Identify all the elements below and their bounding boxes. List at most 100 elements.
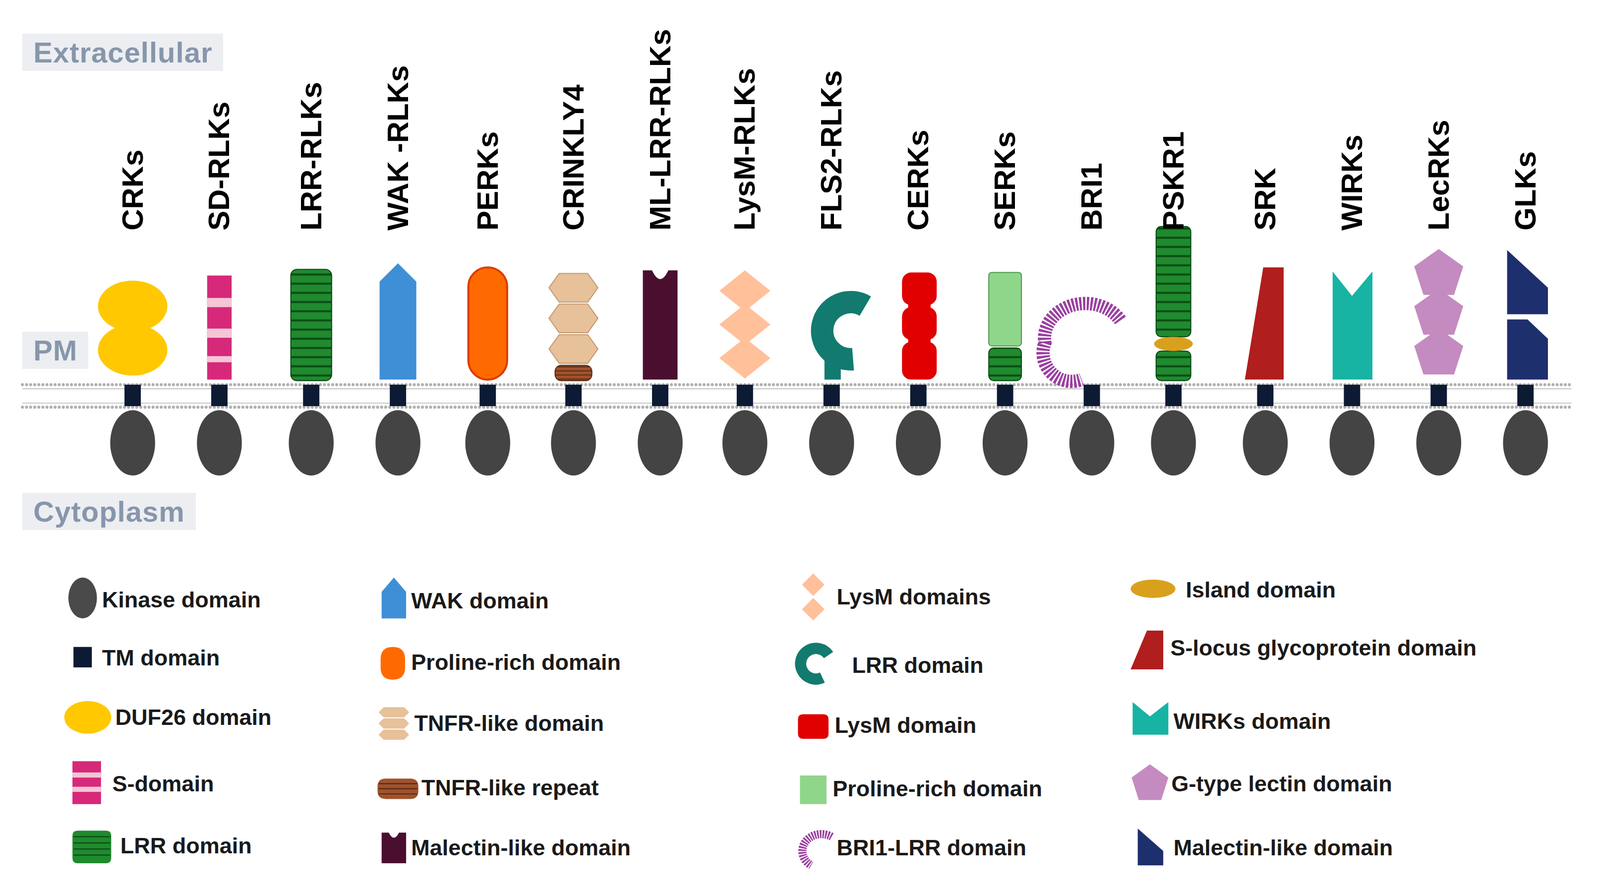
receptor-family-label: BRI1 xyxy=(1075,162,1109,231)
malectin-like-navy xyxy=(1507,249,1548,380)
legend-swatch xyxy=(799,775,827,805)
legend-swatch xyxy=(381,832,407,864)
receptor-family-label: LecRKs xyxy=(1422,119,1456,231)
wirks-domain xyxy=(1332,271,1373,380)
kinase-domain xyxy=(637,410,683,476)
kinase-domain xyxy=(895,410,942,476)
kinase-domain xyxy=(1416,410,1462,476)
tm-domain xyxy=(736,384,754,407)
kinase-domain xyxy=(465,410,511,476)
legend-label: Malectin-like domain xyxy=(1173,834,1394,861)
legend-label: WAK domain xyxy=(411,588,549,614)
legend-label: Malectin-like domain xyxy=(411,834,631,861)
malectin-like-domain xyxy=(643,270,678,380)
legend-label: LysM domains xyxy=(836,584,992,610)
legend-swatch xyxy=(72,761,102,804)
tm-domain xyxy=(211,384,228,407)
receptor-family-label: LysM-RLKs xyxy=(728,67,762,231)
swatch-stripe xyxy=(73,842,111,844)
s-domain xyxy=(207,275,232,380)
legend-swatch xyxy=(378,707,410,740)
receptor-family-label: WIRKs xyxy=(1335,134,1369,231)
tm-domain xyxy=(651,384,669,407)
tm-domain xyxy=(1343,384,1361,407)
swatch-stripe xyxy=(73,848,111,850)
receptor-family-label: SRK xyxy=(1248,167,1282,231)
receptor-family-label: GLKs xyxy=(1509,151,1542,231)
plasma-membrane xyxy=(22,384,1572,408)
region-label-box: Extracellular xyxy=(22,33,224,71)
receptor-family-label: ML-LRR-RLKs xyxy=(644,29,677,232)
legend-swatch xyxy=(1130,630,1164,670)
kinase-domain xyxy=(288,410,334,476)
receptor-family-label: CERKs xyxy=(901,129,935,231)
kinase-domain xyxy=(809,410,855,476)
legend-label: Island domain xyxy=(1185,577,1336,603)
swatch-stripe xyxy=(73,854,111,856)
tm-domain xyxy=(1083,384,1101,407)
tm-domain xyxy=(1165,384,1182,407)
kinase-domain xyxy=(1329,410,1375,476)
legend-label: G-type lectin domain xyxy=(1171,770,1393,797)
lysm-domain-red xyxy=(901,272,937,380)
legend-swatch xyxy=(377,778,418,799)
legend-label: Kinase domain xyxy=(102,587,261,613)
swatch-stripe xyxy=(73,835,111,837)
kinase-domain xyxy=(196,410,242,476)
legend-swatch xyxy=(1130,579,1176,598)
lrr-horseshoe xyxy=(822,301,866,380)
swatch-stripe xyxy=(378,788,418,790)
wak-domain xyxy=(379,263,417,380)
proline-rich-domain xyxy=(468,267,508,380)
g-type-lectin-domains xyxy=(1414,248,1464,375)
legend-label: LysM domain xyxy=(834,712,977,739)
legend-label: DUF26 domain xyxy=(115,704,272,731)
region-label-box: PM xyxy=(22,331,89,369)
swatch-stripe xyxy=(378,793,418,795)
region-label: Extracellular xyxy=(33,36,213,69)
tm-domain xyxy=(389,384,407,407)
receptor-family-label: LRR-RLKs xyxy=(295,81,328,231)
receptor-family-label: SERKs xyxy=(988,131,1022,231)
kinase-domain xyxy=(982,410,1028,476)
legend-label: Proline-rich domain xyxy=(832,775,1043,802)
swatch-stripe xyxy=(72,786,102,792)
serk-domains xyxy=(988,272,1022,381)
legend-swatch xyxy=(1131,764,1169,800)
kinase-domain xyxy=(1069,410,1115,476)
legend-swatch xyxy=(1137,828,1164,866)
tm-domain xyxy=(565,384,582,407)
tm-domain xyxy=(910,384,927,407)
kinase-domain xyxy=(375,410,421,476)
receptor-family-label: PERKs xyxy=(471,131,505,231)
kinase-domain xyxy=(1243,410,1289,476)
region-label: Cytoplasm xyxy=(33,495,185,528)
tm-domain xyxy=(479,384,496,407)
tnfr-like-domains xyxy=(548,273,598,381)
legend-swatch xyxy=(380,647,406,680)
receptor-family-label: SD-RLKs xyxy=(202,101,236,231)
legend-swatch xyxy=(797,714,829,739)
legend-label: BRI1-LRR domain xyxy=(836,834,1027,861)
legend-label: WIRKs domain xyxy=(1173,708,1332,735)
legend-label: LRR domain xyxy=(851,652,984,679)
receptor-family-label: CRINKLY4 xyxy=(557,84,591,232)
tm-domain xyxy=(1256,384,1274,407)
tm-domain xyxy=(302,384,320,407)
swatch-stripe xyxy=(72,772,102,778)
legend-swatch xyxy=(64,701,112,734)
legend-swatch xyxy=(802,573,825,621)
lrr-domain xyxy=(291,269,332,381)
tm-domain xyxy=(1430,384,1447,407)
tm-domain xyxy=(997,384,1014,407)
legend-swatch xyxy=(72,830,112,864)
lysm-domains xyxy=(719,270,771,379)
tm-domain xyxy=(124,384,141,407)
region-label-box: Cytoplasm xyxy=(22,492,196,531)
tm-domain xyxy=(823,384,840,407)
legend-label: S-locus glycoprotein domain xyxy=(1170,635,1478,661)
receptor-family-label: FLS2-RLKs xyxy=(815,70,848,231)
legend-label: TNFR-like repeat xyxy=(421,774,599,801)
legend-swatch xyxy=(381,577,407,619)
legend-swatch xyxy=(802,833,832,866)
